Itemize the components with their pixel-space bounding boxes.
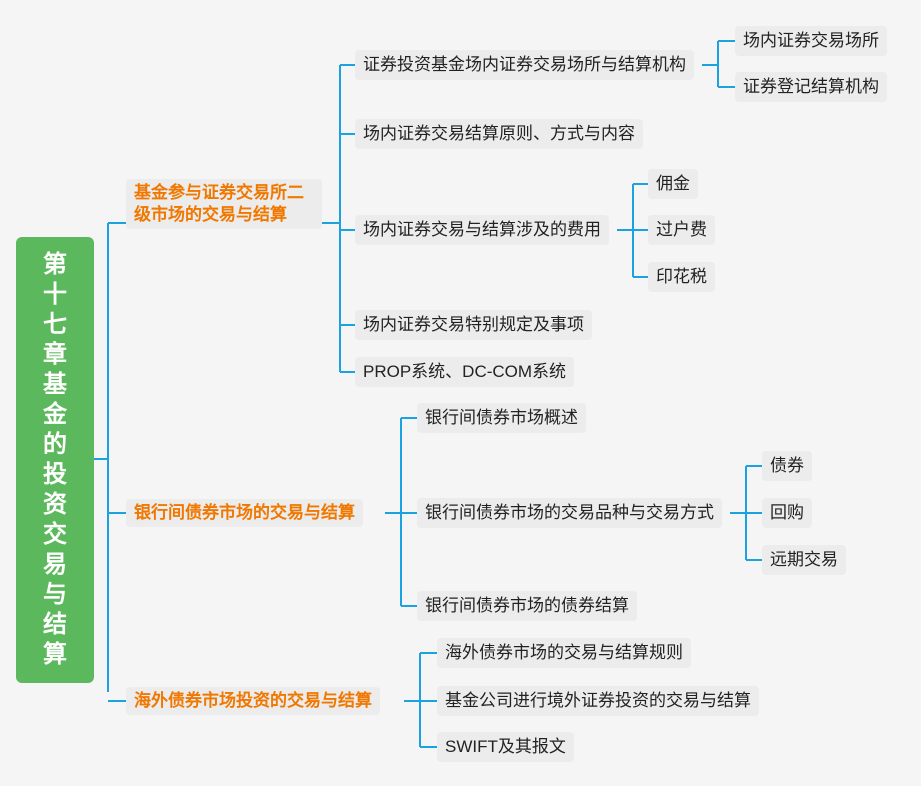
topic-2-1[interactable]: 银行间债券市场概述 xyxy=(417,403,586,433)
topic-1-1[interactable]: 证券投资基金场内证券交易场所与结算机构 xyxy=(355,50,694,80)
topic-3-2[interactable]: 基金公司进行境外证券投资的交易与结算 xyxy=(437,686,759,716)
subtopic-1-1-1[interactable]: 场内证券交易场所 xyxy=(735,26,887,56)
topic-label: 证券投资基金场内证券交易场所与结算机构 xyxy=(363,55,686,74)
topic-label: 银行间债券市场的交易品种与交易方式 xyxy=(425,503,714,522)
topic-1-3[interactable]: 场内证券交易与结算涉及的费用 xyxy=(355,215,609,245)
topic-1-4[interactable]: 场内证券交易特别规定及事项 xyxy=(355,310,592,340)
branch-1[interactable]: 基金参与证券交易所二级市场的交易与结算 xyxy=(126,179,322,229)
subtopic-2-2-3[interactable]: 远期交易 xyxy=(762,545,846,575)
subtopic-2-2-1[interactable]: 债券 xyxy=(762,451,812,481)
topic-label: PROP系统、DC-COM系统 xyxy=(363,362,567,381)
topic-2-3[interactable]: 银行间债券市场的债券结算 xyxy=(417,591,637,621)
topic-label: 银行间债券市场概述 xyxy=(425,408,578,427)
subtopic-label: 债券 xyxy=(770,456,804,475)
topic-label: SWIFT及其报文 xyxy=(445,737,566,756)
subtopic-1-3-2[interactable]: 过户费 xyxy=(648,215,715,245)
topic-label: 银行间债券市场的债券结算 xyxy=(425,596,629,615)
subtopic-label: 回购 xyxy=(770,503,804,522)
root-topic-label: 第十七章基金的投资交易与结算 xyxy=(43,251,67,668)
branch-3-label: 海外债券市场投资的交易与结算 xyxy=(134,691,372,710)
subtopic-label: 过户费 xyxy=(656,220,707,239)
topic-label: 场内证券交易特别规定及事项 xyxy=(363,315,584,334)
subtopic-1-3-3[interactable]: 印花税 xyxy=(648,262,715,292)
topic-1-5[interactable]: PROP系统、DC-COM系统 xyxy=(355,357,575,387)
topic-2-2[interactable]: 银行间债券市场的交易品种与交易方式 xyxy=(417,498,722,528)
subtopic-2-2-2[interactable]: 回购 xyxy=(762,498,812,528)
branch-1-label: 基金参与证券交易所二级市场的交易与结算 xyxy=(134,183,304,224)
subtopic-1-1-2[interactable]: 证券登记结算机构 xyxy=(735,72,887,102)
subtopic-label: 印花税 xyxy=(656,267,707,286)
subtopic-1-3-1[interactable]: 佣金 xyxy=(648,169,698,199)
root-topic[interactable]: 第十七章基金的投资交易与结算 xyxy=(16,237,94,683)
subtopic-label: 证券登记结算机构 xyxy=(743,77,879,96)
topic-label: 场内证券交易结算原则、方式与内容 xyxy=(363,124,635,143)
branch-2-label: 银行间债券市场的交易与结算 xyxy=(134,503,355,522)
topic-label: 基金公司进行境外证券投资的交易与结算 xyxy=(445,691,751,710)
subtopic-label: 远期交易 xyxy=(770,550,838,569)
topic-3-1[interactable]: 海外债券市场的交易与结算规则 xyxy=(437,638,691,668)
topic-1-2[interactable]: 场内证券交易结算原则、方式与内容 xyxy=(355,119,643,149)
subtopic-label: 佣金 xyxy=(656,174,690,193)
branch-3[interactable]: 海外债券市场投资的交易与结算 xyxy=(126,687,380,715)
topic-label: 海外债券市场的交易与结算规则 xyxy=(445,643,683,662)
branch-2[interactable]: 银行间债券市场的交易与结算 xyxy=(126,499,363,527)
topic-label: 场内证券交易与结算涉及的费用 xyxy=(363,220,601,239)
topic-3-3[interactable]: SWIFT及其报文 xyxy=(437,732,574,762)
subtopic-label: 场内证券交易场所 xyxy=(743,31,879,50)
